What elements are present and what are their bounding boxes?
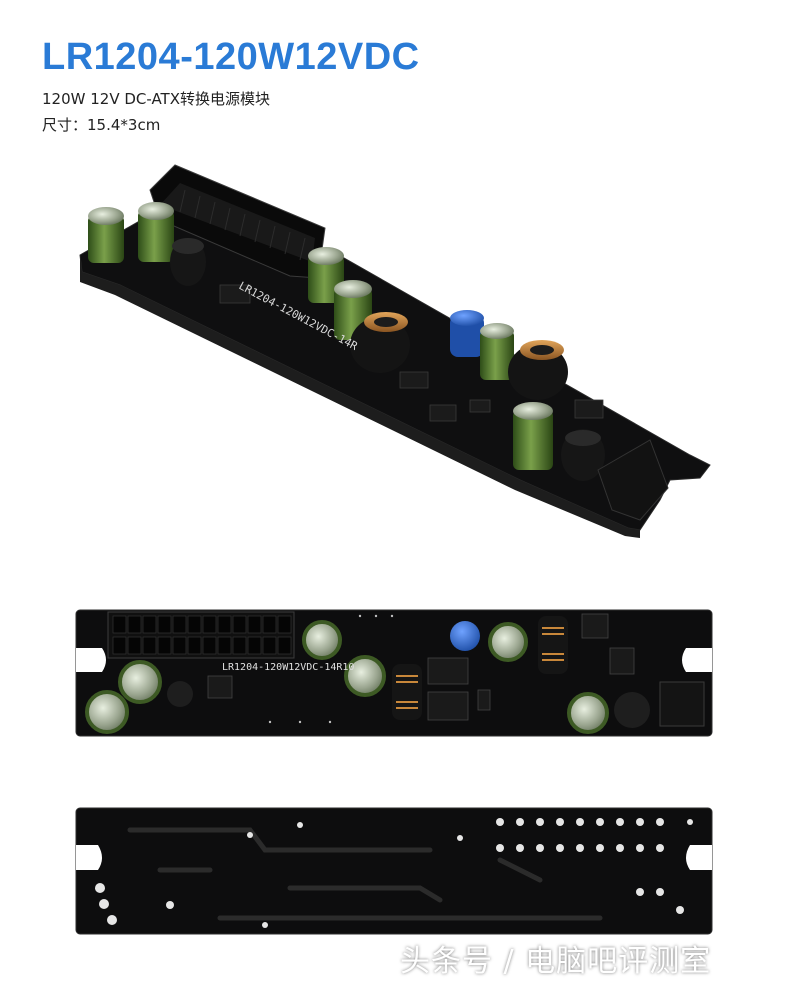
inductor: [167, 681, 193, 707]
blue-potentiometer: [450, 310, 484, 357]
top-view-board: LR1204-120W12VDC-14R10: [75, 609, 713, 737]
copper-inductor: [392, 664, 422, 720]
solder-pads: [95, 818, 693, 928]
capacitor: [567, 692, 609, 734]
capacitor: [488, 622, 528, 662]
bottom-side-board: [75, 807, 713, 935]
capacitor: [302, 620, 342, 660]
capacitor: [138, 202, 174, 262]
output-connector: [597, 439, 669, 521]
product-title: LR1204-120W12VDC: [42, 36, 420, 78]
copper-inductor: [350, 312, 410, 373]
capacitor: [118, 660, 162, 704]
angled-board: LR1204-120W12VDC-14R: [79, 164, 711, 538]
capacitor: [88, 207, 124, 263]
inductor: [614, 692, 650, 728]
atx-connector: [149, 164, 326, 279]
watermark: 头条号 / 电脑吧评测室: [400, 944, 712, 979]
product-size: 尺寸：15.4*3cm: [42, 116, 161, 134]
capacitor: [344, 655, 386, 697]
capacitor: [85, 690, 129, 734]
inductor: [170, 238, 206, 286]
capacitor: [480, 323, 514, 380]
atx-connector: [107, 611, 295, 659]
board-silkscreen-text: LR1204-120W12VDC-14R10: [222, 662, 354, 673]
copper-inductor: [538, 616, 568, 674]
blue-potentiometer: [450, 621, 480, 651]
product-subtitle: 120W 12V DC-ATX转换电源模块: [42, 90, 270, 108]
inductor: [561, 429, 605, 481]
capacitor: [513, 402, 553, 470]
copper-inductor: [508, 340, 568, 400]
output-connector: [659, 681, 705, 727]
